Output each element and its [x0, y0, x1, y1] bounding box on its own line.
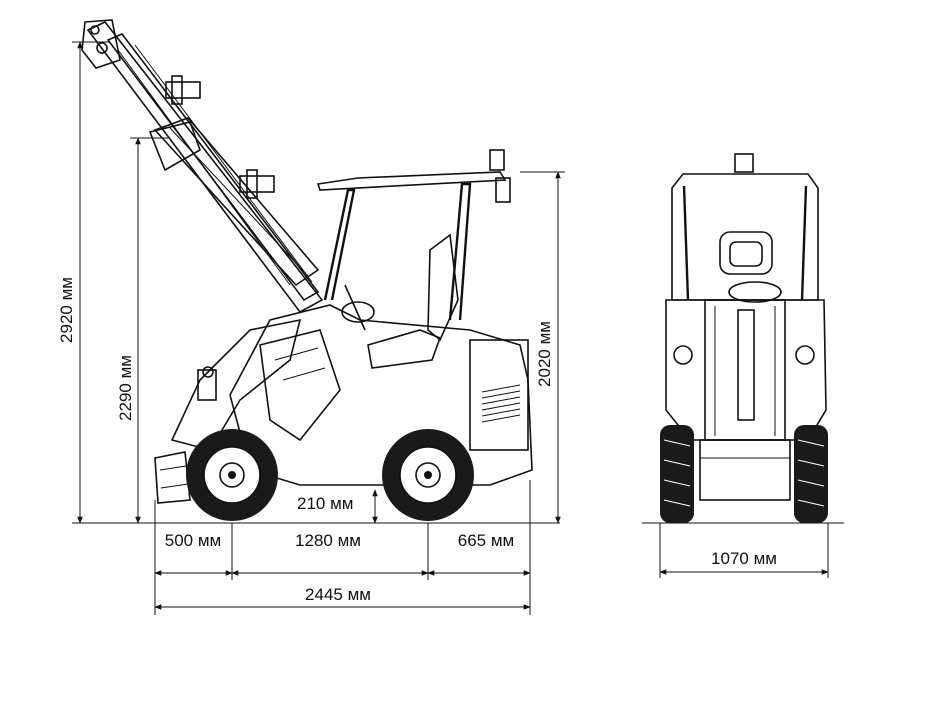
dim-width: 1070 мм — [659, 523, 829, 578]
label-boom-height: 2290 мм — [116, 355, 135, 421]
label-overall-length: 2445 мм — [305, 585, 371, 604]
label-wheelbase: 1280 мм — [295, 531, 361, 550]
dim-length-segments: 500 мм 1280 мм 665 мм 2445 мм — [154, 480, 531, 615]
side-view-loader — [72, 19, 560, 524]
chassis — [229, 233, 533, 486]
dim-overall-height: 2920 мм — [57, 41, 110, 524]
front-wheel — [186, 429, 278, 521]
label-ground-clearance: 210 мм — [297, 494, 353, 513]
dim-cab-height: 2020 мм — [520, 171, 565, 524]
dim-ground-clearance: 210 мм — [297, 489, 378, 524]
boom — [72, 19, 324, 314]
engine-grille — [481, 384, 521, 423]
dim-boom-height: 2290 мм — [116, 137, 168, 524]
rear-wheel — [382, 429, 474, 521]
canopy — [316, 149, 511, 321]
front-view-loader — [642, 153, 844, 524]
label-overall-height: 2920 мм — [57, 277, 76, 343]
right-wheel — [794, 425, 828, 523]
label-width: 1070 мм — [711, 549, 777, 568]
label-cab-height: 2020 мм — [535, 321, 554, 387]
label-front-overhang: 500 мм — [165, 531, 221, 550]
left-wheel — [660, 425, 694, 523]
label-rear-overhang: 665 мм — [458, 531, 514, 550]
